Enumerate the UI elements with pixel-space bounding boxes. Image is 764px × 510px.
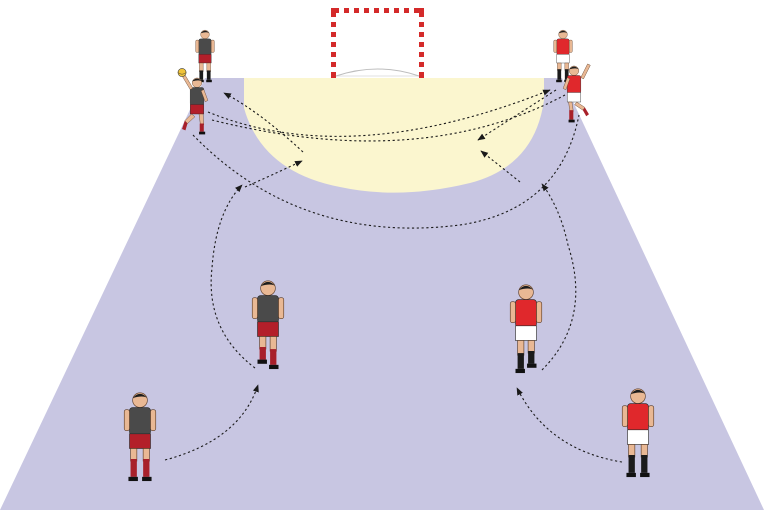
goal-frame-stripe [409,8,414,13]
player-arm [554,40,557,52]
goal-net [334,10,421,76]
goal-frame-stripe [331,17,336,22]
goal-frame-stripe [331,67,336,72]
player-shirt [258,296,279,323]
player-shorts [557,54,569,63]
player-shorts [628,430,649,445]
player-shirt [557,39,569,55]
player-shoe [516,369,525,373]
goal-frame-stripe [419,47,424,52]
player-sock [260,347,266,360]
goal-frame-stripe [419,27,424,32]
handball-ball [178,68,186,76]
player-arm [182,75,193,90]
player-arm [569,40,572,52]
player-sock [200,124,204,132]
player-arm [252,298,257,319]
player-shirt [130,408,151,435]
player-arm [581,64,591,79]
goal-frame-stripe [331,57,336,62]
goal-frame-stripe [331,27,336,32]
player-sock [557,69,561,80]
player-arm [196,40,199,52]
player-shoe [269,365,278,369]
player-shoe [206,80,212,82]
player-shoe [569,120,575,123]
player-shorts [516,326,537,341]
player-shirt [516,300,537,327]
player-shirt [190,87,204,105]
player-shoe [258,360,267,364]
player-shoe [556,80,562,82]
player-red-goal-standing [554,30,573,82]
player-arm [151,410,156,431]
player-shirt [567,75,581,93]
player-shoe [527,364,536,368]
player-sock [518,353,524,369]
player-arm [622,406,627,427]
player-dark-goal-standing [196,30,215,82]
goal-frame-stripe [399,8,404,13]
goal-frame-stripe [379,8,384,13]
goal-frame-stripe [359,8,364,13]
player-sock [270,349,276,365]
goal [331,8,424,78]
player-arm [537,302,542,323]
goal-frame-stripe [389,8,394,13]
player-sock [131,459,137,477]
player-shoe [199,132,205,135]
player-shorts [258,322,279,337]
player-arm [510,302,515,323]
player-sock [569,110,573,120]
goal-frame-stripe [339,8,344,13]
player-shoe [142,477,151,481]
player-shorts [190,104,204,114]
player-leg [207,63,211,72]
goal-frame-stripe [369,8,374,13]
goal-frame-stripe [419,57,424,62]
player-sock [528,351,534,364]
goal-frame-stripe [349,8,354,13]
player-leg [199,63,203,72]
goal-frame-stripe [331,37,336,42]
player-shorts [199,54,211,63]
player-shoe [626,473,635,477]
player-sock [641,455,647,473]
goal-frame-stripe [331,47,336,52]
goal-frame-stripe [419,37,424,42]
player-shirt [199,39,211,55]
player-arm [649,406,654,427]
player-leg [518,341,524,356]
player-shoe [128,477,137,481]
goal-frame-stripe [419,67,424,72]
player-shirt [628,404,649,431]
player-sock [207,70,211,79]
player-arm [124,410,129,431]
goal-frame-stripe [419,17,424,22]
player-leg [270,337,276,352]
player-sock [199,70,203,79]
player-shoe [640,473,649,477]
player-sock [629,455,635,473]
player-sock [143,459,149,477]
player-shorts [130,434,151,449]
player-arm [279,298,284,319]
player-arm [211,40,214,52]
player-shorts [567,92,581,102]
